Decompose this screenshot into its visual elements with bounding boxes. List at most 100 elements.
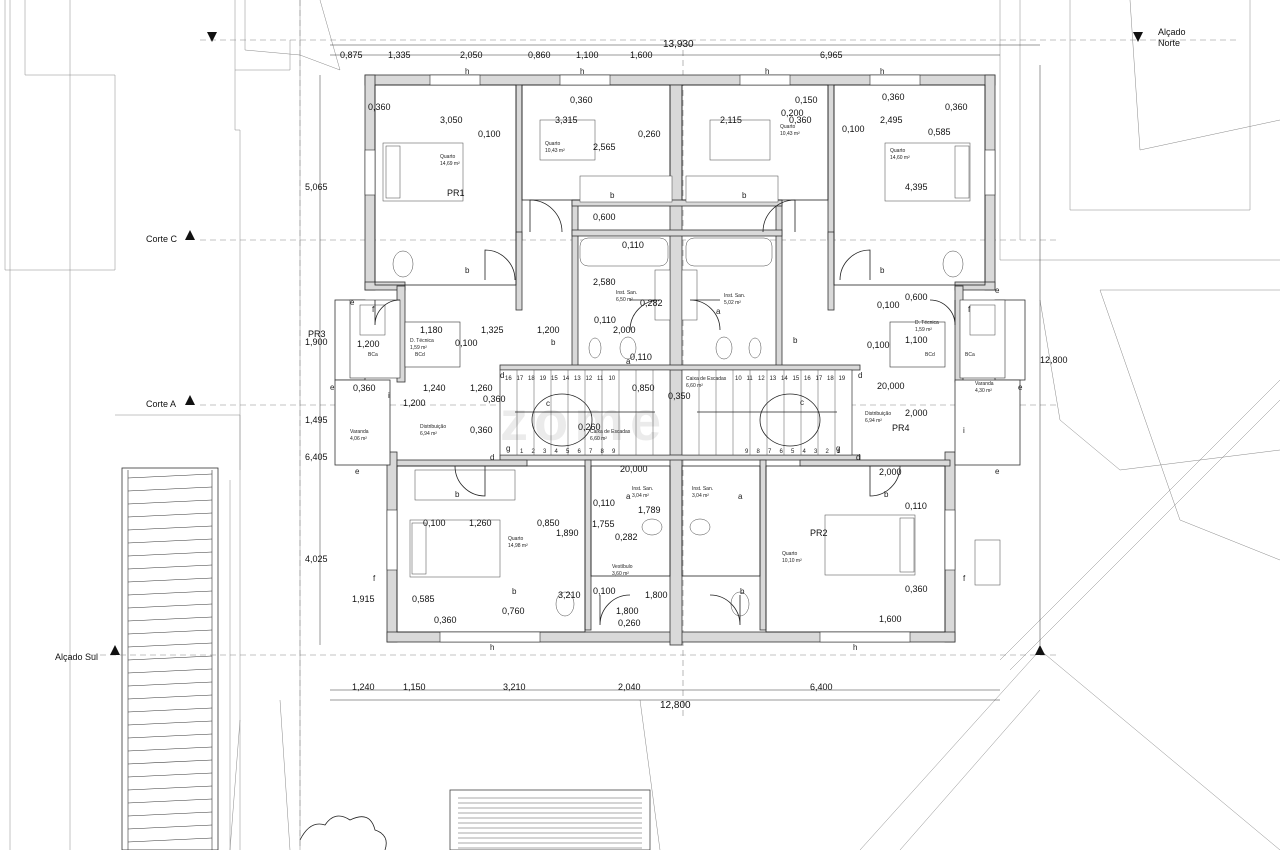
mark-d: d [856, 453, 860, 462]
interior-dimension: 0,282 [640, 298, 663, 308]
interior-dimension: 20,000 [620, 464, 648, 474]
section-arrow-icon [1133, 32, 1143, 42]
unit-pr1: PR1 [447, 188, 465, 198]
stair-step-number: 13 [770, 376, 777, 382]
stair-step-number: 5 [566, 449, 570, 455]
dim-left-4: 6,405 [305, 452, 328, 462]
interior-dimension: 2,495 [880, 115, 903, 125]
stair-step-number: 12 [758, 376, 765, 382]
interior-dimension: 0,360 [789, 115, 812, 125]
doors [374, 199, 956, 626]
mark-b: b [880, 266, 885, 275]
bottom-structure [449, 789, 651, 850]
mark-a: a [738, 492, 743, 501]
mark-b: b [610, 191, 615, 200]
label-corte-c: Corte C [146, 234, 178, 244]
mark-g: f [372, 305, 375, 314]
stair-step-number: 16 [804, 376, 811, 382]
dim-bot-seg-4: 2,040 [618, 682, 641, 692]
interior-dimension: 0,100 [842, 124, 865, 134]
mark-e: g [506, 444, 510, 453]
stair-step-number: 2 [826, 449, 830, 455]
unit-pr2: PR2 [810, 528, 828, 538]
stair-step-number: 18 [827, 376, 834, 382]
mark-b: b [512, 587, 517, 596]
stairs [499, 369, 853, 456]
dim-top-seg-1: 0,875 [340, 50, 363, 60]
stair-step-number: 15 [793, 376, 800, 382]
stair-step-number: 13 [574, 376, 581, 382]
section-arrow-icon [185, 230, 195, 240]
room-label: Inst. San.3,04 m² [692, 486, 713, 499]
stair-step-number: 19 [839, 376, 846, 382]
dim-right-1: 12,800 [1040, 355, 1068, 365]
mark-h: h [765, 67, 769, 76]
mark-a: a [716, 307, 721, 316]
interior-dimension: 0,110 [593, 498, 615, 508]
dim-left-3: 1,495 [305, 415, 328, 425]
interior-dimension: 0,350 [668, 391, 691, 401]
interior-dimension: 0,585 [928, 127, 951, 137]
bottom-dimensions: 1,240 1,150 3,210 2,040 6,400 12,800 [352, 682, 833, 711]
mark-d: d [858, 371, 862, 380]
interior-dimension: 1,755 [592, 519, 615, 529]
stair-step-number: 17 [517, 376, 524, 382]
mark-d: d [490, 453, 494, 462]
interior-dimension: 3,210 [558, 590, 581, 600]
mark-f: e [1018, 383, 1023, 392]
dim-top-seg-2: 1,335 [388, 50, 411, 60]
interior-dimension: 0,110 [622, 240, 644, 250]
mark-c: c [800, 398, 804, 407]
interior-dimension: 0,760 [502, 606, 525, 616]
section-arrow-icon [1035, 645, 1045, 655]
stair-step-number: 1 [837, 449, 841, 455]
stair-step-number: 1 [520, 449, 524, 455]
mark-bcd: BCd [925, 352, 935, 358]
stair-step-number: 3 [543, 449, 547, 455]
dim-bot-seg-5: 6,400 [810, 682, 833, 692]
mark-bca: BCa [368, 352, 378, 358]
interior-dimension: 0,360 [434, 615, 457, 625]
stair-step-number: 9 [612, 449, 616, 455]
interior-dimension: 1,260 [469, 518, 492, 528]
dim-top-seg-3: 2,050 [460, 50, 483, 60]
interior-dimension: 0,260 [638, 129, 661, 139]
mark-c: c [546, 399, 550, 408]
interior-dimension: 1,800 [645, 590, 668, 600]
interior-dimension: 0,360 [470, 425, 493, 435]
room-label: Inst. San.3,04 m² [632, 486, 653, 499]
interior-dimension: 1,200 [537, 325, 560, 335]
stair-step-number: 12 [586, 376, 593, 382]
mark-bca: BCa [965, 352, 975, 358]
interior-dimension: 0,282 [615, 532, 638, 542]
mark-b: b [465, 266, 470, 275]
dim-top-seg-6: 1,600 [630, 50, 653, 60]
mark-f: e [350, 298, 355, 307]
mark-f: e [995, 467, 1000, 476]
dim-top-seg-4: 0,860 [528, 50, 551, 60]
interior-dimension: 2,000 [905, 408, 928, 418]
interior-dimension: 1,260 [470, 383, 493, 393]
mark-b: b [742, 191, 747, 200]
interior-dimension: 0,100 [478, 129, 501, 139]
interior-dimension: 0,100 [423, 518, 446, 528]
stair-step-number: 5 [791, 449, 795, 455]
top-dimensions: 13,930 0,875 1,335 2,050 0,860 1,100 1,6… [340, 39, 843, 60]
mark-e: g [836, 444, 840, 453]
unit-labels: PR1 PR2 PR3 PR4 [308, 188, 910, 538]
stair-step-number: 14 [563, 376, 570, 382]
interior-dimension: 0,360 [353, 383, 376, 393]
dim-top-total: 13,930 [663, 39, 694, 50]
mark-a: a [626, 492, 631, 501]
